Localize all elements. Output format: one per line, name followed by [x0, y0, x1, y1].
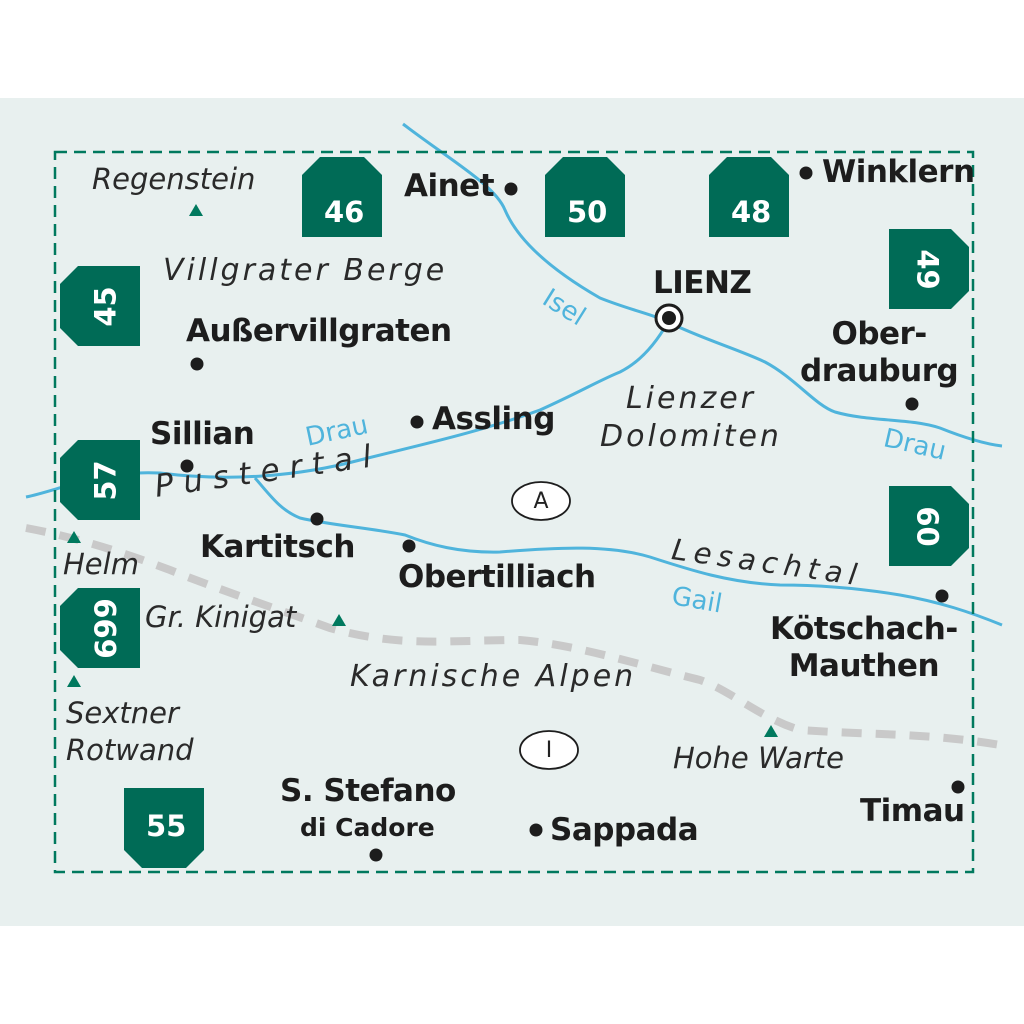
town-label-ausservillgraten: Außervillgraten [186, 313, 452, 349]
sheet-badge-48[interactable]: 48 [709, 157, 789, 237]
region-label-line: Lienzer [625, 381, 756, 416]
river-label-gail: Gail [669, 581, 725, 620]
town-label-stefano: S. Stefano [280, 773, 456, 809]
sheet-number: 50 [567, 195, 608, 229]
town-label-timau: Timau [860, 793, 965, 829]
peak-label-sextner-rotwand: Sextner Rotwand [66, 695, 194, 769]
town-label-sappada: Sappada [550, 812, 699, 848]
town-label-sillian: Sillian [150, 416, 255, 452]
sheet-number: 49 [910, 249, 945, 290]
sheet-number: 48 [731, 195, 772, 229]
sheet-number: 55 [146, 809, 187, 843]
sheet-number: 60 [910, 506, 945, 547]
town-label-line: drauburg [800, 353, 959, 390]
sheet-badge-699[interactable]: 699 [60, 588, 140, 668]
region-label-karnische-alpen: Karnische Alpen [350, 659, 637, 694]
sheet-number: 46 [324, 195, 365, 229]
country-letter: A [533, 489, 549, 514]
sheet-badge-57[interactable]: 57 [60, 440, 140, 520]
country-letter: I [545, 738, 553, 763]
peak-label-gr-kinigat: Gr. Kinigat [145, 600, 297, 634]
peak-label-regenstein: Regenstein [92, 162, 256, 196]
town-label-assling: Assling [432, 401, 555, 437]
town-label-oberdrauburg: Ober- drauburg [800, 316, 959, 390]
country-marker-austria: A [510, 480, 572, 522]
town-label-obertilliach: Obertilliach [398, 559, 596, 595]
town-label-kartitsch: Kartitsch [200, 529, 355, 565]
town-label-line: Mauthen [788, 648, 940, 685]
sheet-badge-46[interactable]: 46 [302, 157, 382, 237]
sheet-number: 699 [88, 598, 123, 659]
peak-markers [67, 204, 778, 737]
river-drau-west [25, 321, 670, 499]
peak-label-helm: Helm [63, 547, 139, 581]
region-label-villgrater-berge: Villgrater Berge [163, 253, 448, 288]
peak-label-line: Sextner [66, 696, 179, 730]
sheet-badge-55[interactable]: 55 [124, 788, 204, 868]
lienz-city-marker [654, 303, 684, 333]
sheet-badge-45[interactable]: 45 [60, 266, 140, 346]
sheet-badge-50[interactable]: 50 [545, 157, 625, 237]
river-gail [253, 477, 1003, 627]
sheet-number: 45 [88, 286, 123, 327]
country-marker-italy: I [518, 729, 580, 771]
town-label-lienz: LIENZ [653, 265, 752, 301]
town-label-di-cadore: di Cadore [300, 813, 435, 842]
town-label-line: Ober- [831, 316, 927, 352]
peak-label-hohe-warte: Hohe Warte [673, 741, 844, 775]
sheet-badge-60[interactable]: 60 [889, 486, 969, 566]
town-label-winklern: Winklern [822, 154, 975, 190]
map-frame [53, 150, 975, 874]
ridge-line [25, 524, 1001, 749]
region-label-lienzer-dolomiten: Lienzer Dolomiten [600, 380, 782, 455]
river-isel-drau [402, 122, 1003, 448]
sheet-number: 57 [88, 460, 123, 501]
town-label-ainet: Ainet [404, 168, 495, 204]
town-label-koetschach-mauthen: Kötschach- Mauthen [770, 611, 958, 685]
sheet-badge-49[interactable]: 49 [889, 229, 969, 309]
town-label-line: Kötschach- [770, 611, 958, 647]
peak-label-line: Rotwand [66, 733, 194, 768]
region-label-line: Dolomiten [600, 418, 782, 454]
town-dots [180, 166, 965, 862]
